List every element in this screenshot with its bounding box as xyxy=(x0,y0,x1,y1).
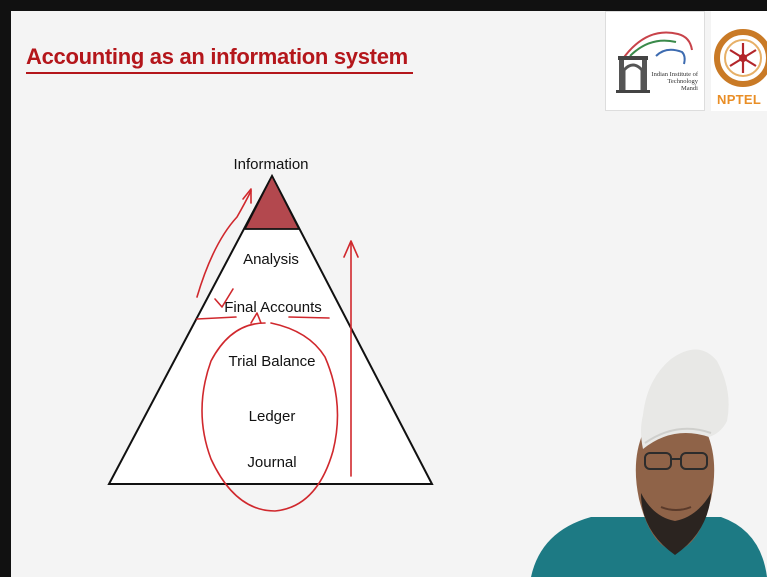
level-ledger: Ledger xyxy=(249,408,296,425)
ink-dash-left xyxy=(196,316,237,320)
information-pyramid: Information Analysis Final Accounts Tria… xyxy=(107,156,434,512)
ink-arrow-left xyxy=(196,190,252,298)
ink-arrowhead-right xyxy=(343,240,359,258)
nptel-logo: NPTEL xyxy=(711,11,767,111)
slide: Accounting as an information system Indi… xyxy=(11,11,767,577)
institute-gate-icon xyxy=(616,31,693,93)
level-analysis: Analysis xyxy=(243,251,299,268)
presenter-video xyxy=(531,349,767,577)
ink-dash-right xyxy=(288,316,330,319)
institute-name-text: Indian Institute of Technology Mandi xyxy=(651,71,698,92)
institute-logo: Indian Institute of Technology Mandi xyxy=(605,11,705,111)
level-journal: Journal xyxy=(247,454,296,471)
slide-title: Accounting as an information system xyxy=(26,44,408,69)
level-trial-balance: Trial Balance xyxy=(229,353,316,370)
ink-arrowhead-left xyxy=(242,188,252,204)
nptel-wordmark: NPTEL xyxy=(717,92,762,107)
ink-circle xyxy=(201,322,339,512)
nptel-emblem-icon xyxy=(714,29,767,87)
ink-checkmark xyxy=(214,288,234,308)
level-final-accounts: Final Accounts xyxy=(224,299,322,316)
ink-caret xyxy=(250,312,262,324)
title-underline xyxy=(26,72,413,74)
pyramid-apex xyxy=(243,174,301,230)
apex-label: Information xyxy=(233,156,308,173)
